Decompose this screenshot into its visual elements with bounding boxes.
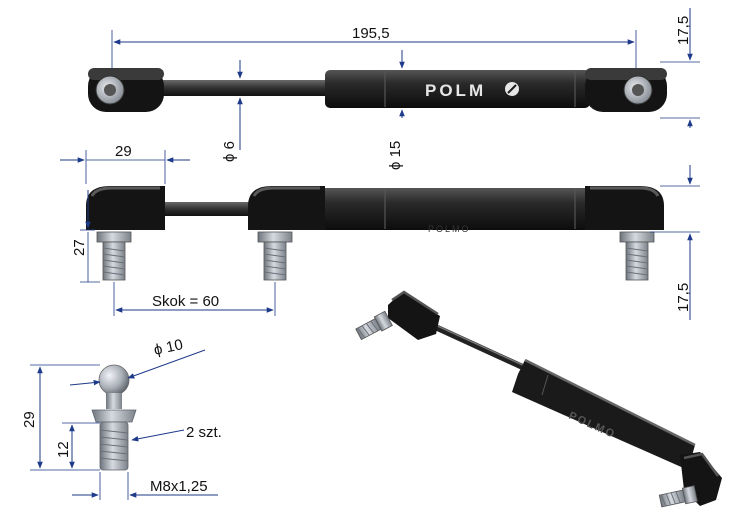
isometric-view-strut: POLMO [355,290,722,508]
side-view-strut: POLMO [86,186,664,281]
stud-height-label: 17,5 [675,283,692,312]
dim-body-diameter: ϕ 15 [387,50,405,170]
side-left-fitting [86,186,165,281]
top-view-strut: POLM [88,68,667,112]
overall-length-label: 195,5 [352,25,390,42]
dim-rod-diameter: ϕ 6 [221,60,243,162]
dim-ball-stud-height: 29 [21,364,100,471]
side-right-fitting [585,186,664,281]
stroke-label: Skok = 60 [152,293,219,310]
quantity-label: 2 szt. [186,424,222,441]
side-ghost-brand: POLMO [428,224,471,234]
top-right-eye-fitting [585,68,667,112]
thread-size-label: M8x1,25 [150,478,208,495]
top-piston-rod [160,80,330,96]
side-middle-fitting [248,186,325,281]
side-piston-rod [160,202,255,216]
iso-piston-rod [417,317,543,378]
top-cylinder-body [325,70,590,108]
stud-offset-label: 27 [71,239,88,256]
eye-height-label: 17,5 [675,16,692,45]
side-cylinder-body [318,188,590,230]
dim-overall-length: 195,5 [111,25,637,68]
dim-stud-height: 17,5 [650,165,700,320]
ball-diameter-label: ϕ 10 [152,336,184,359]
ball-head [98,364,130,396]
iso-bottom-fitting [658,452,722,508]
ball-stud-detail [91,364,137,471]
dim-ball-diameter: ϕ 10 [69,336,206,386]
fitting-length-label: 29 [115,143,132,160]
ball-stud-height-label: 29 [21,411,38,428]
ball-stud-hex [91,409,137,423]
dim-thread-length: 12 [55,422,100,469]
thread-length-label: 12 [55,441,72,458]
dim-stroke: Skok = 60 [113,282,276,316]
ball-neck [106,393,122,409]
dim-thread-size: M8x1,25 [72,472,218,500]
rod-diameter-label: ϕ 6 [221,141,238,162]
dim-fitting-length: 29 [60,143,190,184]
body-diameter-label: ϕ 15 [387,141,404,170]
brand-logo-icon [505,82,519,96]
brand-label: POLM [425,81,486,100]
dim-stud-offset: 27 [71,190,100,283]
dim-eye-height-top: 17,5 [660,8,700,128]
top-left-eye-fitting [88,68,164,112]
iso-top-fitting [355,290,440,341]
iso-cylinder-body: POLMO [512,358,696,470]
quantity-callout: 2 szt. [131,424,222,442]
